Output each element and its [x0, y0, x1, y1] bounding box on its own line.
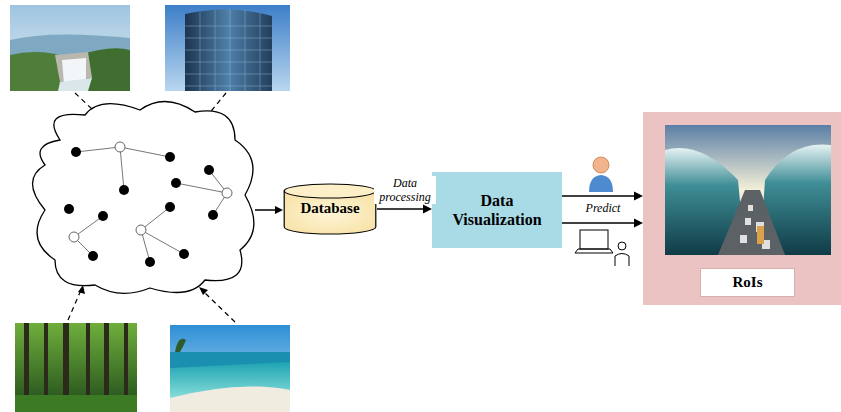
- person-icon: [589, 157, 613, 192]
- rois-panel: [643, 112, 841, 305]
- forest-photo: [15, 323, 137, 412]
- building-photo: [165, 5, 290, 91]
- connector-arrow: [377, 205, 432, 214]
- label-box: RoIs: [700, 268, 795, 297]
- database-cylinder: Database: [283, 183, 377, 235]
- cloud-arrow: [255, 206, 283, 214]
- node-text: RoIs: [732, 274, 762, 291]
- dam-photo: [10, 5, 130, 91]
- laptop-user-icon: [575, 230, 629, 266]
- result-panel: RoIs: [643, 112, 841, 305]
- node-text: Database: [283, 200, 377, 217]
- process-box: Data Visualization: [432, 172, 562, 248]
- edge-label: Predict: [576, 201, 630, 215]
- connector-arrow: [562, 192, 643, 201]
- node-text: Data Visualization: [440, 191, 554, 229]
- connector-arrow: [562, 219, 643, 228]
- cloud-network: [33, 101, 254, 293]
- edge-label: Data processing: [374, 176, 436, 204]
- beach-photo: [170, 325, 290, 412]
